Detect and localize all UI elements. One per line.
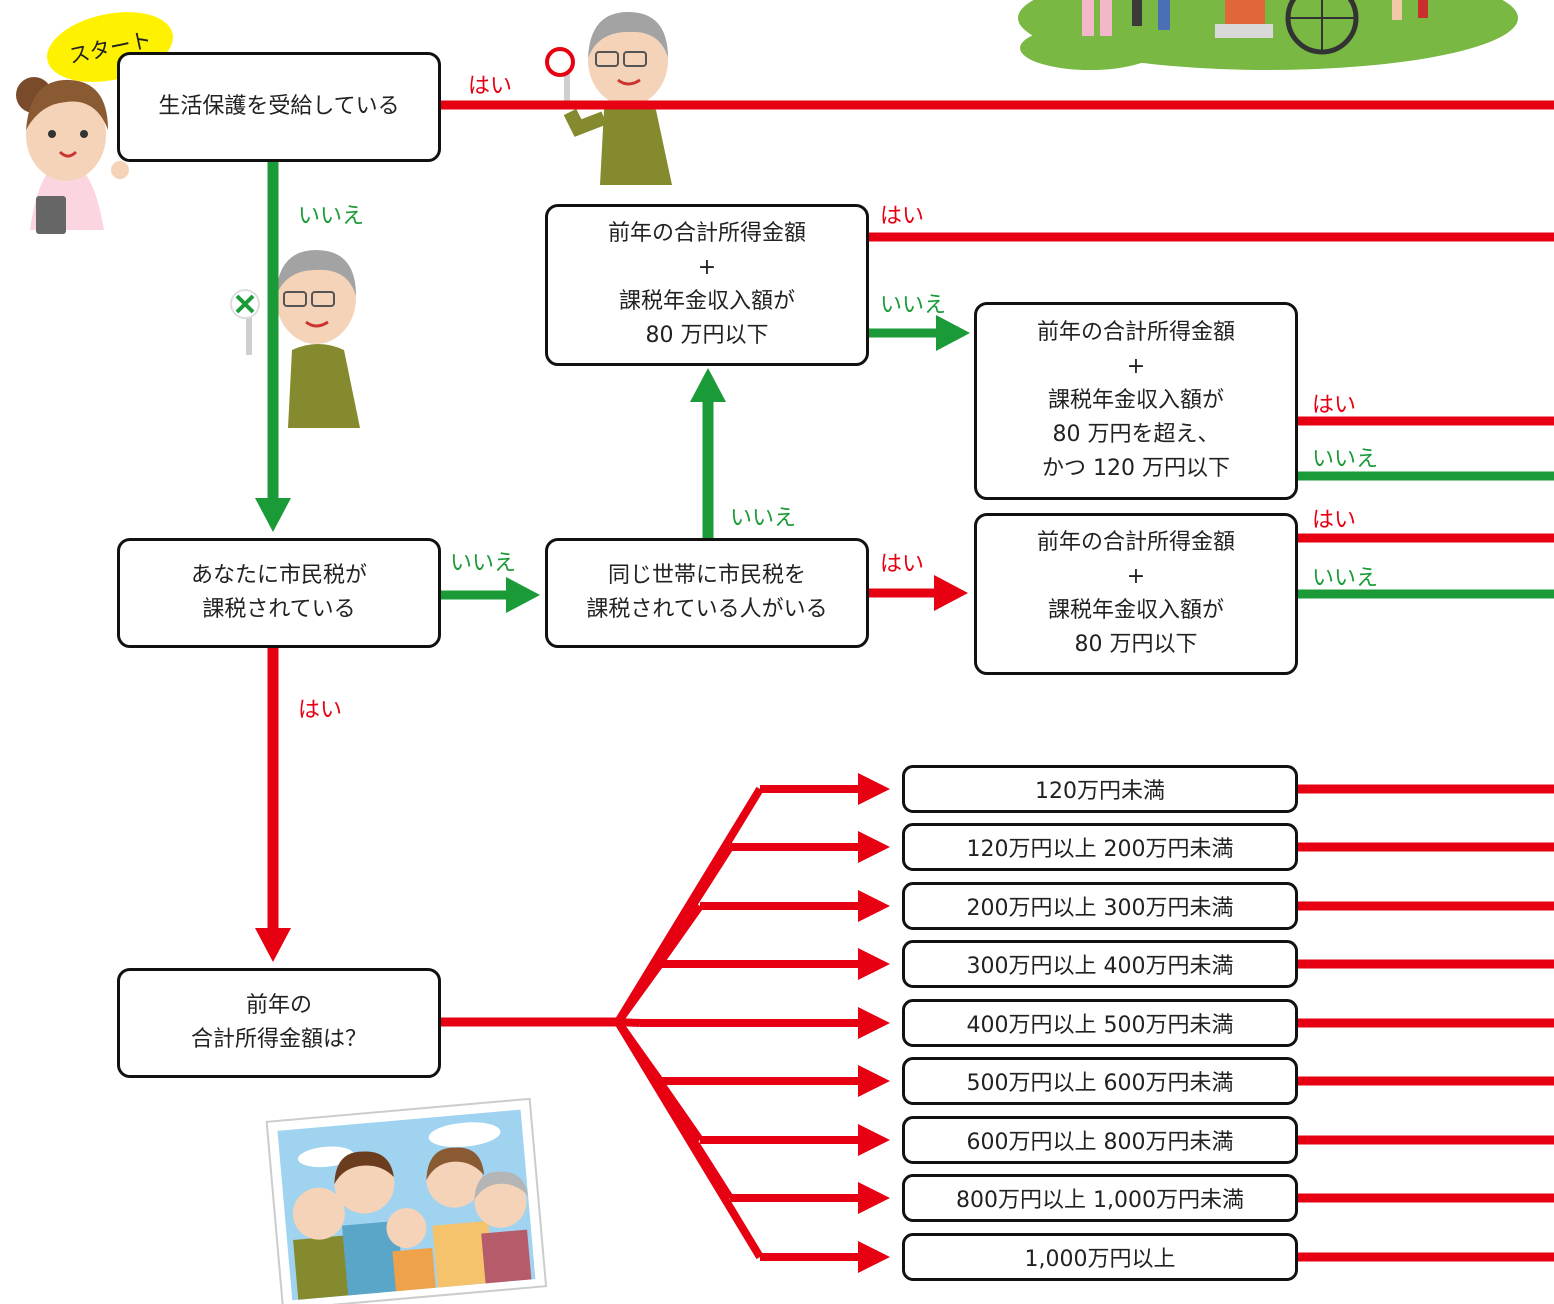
household-yes-label: はい bbox=[880, 552, 925, 577]
income-question-line-2: 合計所得金額は？ bbox=[190, 1027, 367, 1052]
between-line-5: かつ 120 万円以下 bbox=[1042, 456, 1230, 481]
income-fan-branch-4 bbox=[614, 961, 664, 1025]
income-fan-arrowhead-6 bbox=[858, 1065, 890, 1097]
income-range-2-label: 120万円以上 200万円未満 bbox=[966, 837, 1234, 862]
household-no-label: いいえ bbox=[730, 506, 797, 531]
welfare-yes-label: はい bbox=[468, 74, 513, 99]
income-range-7: 600万円以上 800万円未満 bbox=[902, 1116, 1298, 1164]
household-no-arrowhead bbox=[690, 368, 726, 402]
between-yes-label: はい bbox=[1312, 393, 1357, 418]
household-line-2: 課税されている人がいる bbox=[586, 597, 828, 622]
household-line-1: 同じ世帯に市民税を bbox=[607, 563, 806, 588]
income-range-4-label: 300万円以上 400万円未満 bbox=[966, 954, 1234, 979]
income-fan-arrowhead-3 bbox=[858, 890, 890, 922]
income-range-7-label: 600万円以上 800万円未満 bbox=[966, 1130, 1234, 1155]
under80-a-line-4: 80 万円以下 bbox=[645, 323, 769, 348]
income-range-9-label: 1,000万円以上 bbox=[1024, 1247, 1176, 1272]
under80-a-line-1: 前年の合計所得金額 bbox=[607, 221, 806, 246]
income-range-3: 200万円以上 300万円未満 bbox=[902, 882, 1298, 930]
taxed-no-label: いいえ bbox=[450, 551, 517, 576]
under80b-yes-label: はい bbox=[1312, 508, 1357, 533]
income-range-6-label: 500万円以上 600万円未満 bbox=[966, 1071, 1234, 1096]
under80-b-line-2: + bbox=[1126, 564, 1146, 589]
group-on-grass-illustration bbox=[1018, 0, 1518, 70]
under80-b-question: 前年の合計所得金額 + 課税年金収入額が 80 万円以下 bbox=[974, 513, 1298, 675]
between-question: 前年の合計所得金額 + 課税年金収入額が 80 万円を超え、 かつ 120 万円… bbox=[974, 302, 1298, 500]
income-question: 前年の 合計所得金額は？ bbox=[117, 968, 441, 1078]
under80-a-line-2: + bbox=[697, 255, 717, 280]
income-fan-arrowhead-4 bbox=[858, 948, 890, 980]
income-range-1-label: 120万円未満 bbox=[1035, 779, 1165, 804]
taxed-yes-label: はい bbox=[298, 698, 343, 723]
taxed-self-line-1: あなたに市民税が bbox=[190, 563, 367, 588]
income-question-line-1: 前年の bbox=[245, 993, 312, 1018]
income-fan-connectors bbox=[614, 773, 1554, 1273]
welfare-no-label: いいえ bbox=[298, 204, 365, 229]
income-fan-branch-9 bbox=[614, 1019, 764, 1260]
household-question: 同じ世帯に市民税を 課税されている人がいる bbox=[545, 538, 869, 648]
taxed-self-question: あなたに市民税が 課税されている bbox=[117, 538, 441, 648]
elder-with-cross-sign-illustration bbox=[230, 250, 360, 428]
between-line-1: 前年の合計所得金額 bbox=[1036, 320, 1235, 345]
income-range-8-label: 800万円以上 1,000万円未満 bbox=[956, 1188, 1244, 1213]
income-range-8: 800万円以上 1,000万円未満 bbox=[902, 1174, 1298, 1222]
income-fan-arrowhead-2 bbox=[858, 831, 890, 863]
income-fan-arrowhead-9 bbox=[858, 1241, 890, 1273]
income-range-6: 500万円以上 600万円未満 bbox=[902, 1057, 1298, 1105]
income-fan-arrowhead-7 bbox=[858, 1124, 890, 1156]
under80-a-question: 前年の合計所得金額 + 課税年金収入額が 80 万円以下 bbox=[545, 204, 869, 366]
income-range-3-label: 200万円以上 300万円未満 bbox=[966, 896, 1234, 921]
income-range-2: 120万円以上 200万円未満 bbox=[902, 823, 1298, 871]
under80-b-line-3: 課税年金収入額が bbox=[1047, 598, 1224, 623]
between-line-4: 80 万円を超え、 bbox=[1052, 422, 1220, 447]
taxed-yes-arrowhead bbox=[255, 928, 291, 962]
income-range-1: 120万円未満 bbox=[902, 765, 1298, 813]
income-range-5: 400万円以上 500万円未満 bbox=[902, 999, 1298, 1047]
income-fan-arrowhead-8 bbox=[858, 1182, 890, 1214]
welfare-question: 生活保護を受給している bbox=[117, 52, 441, 162]
under80a-no-label: いいえ bbox=[880, 293, 947, 318]
between-line-3: 課税年金収入額が bbox=[1047, 388, 1224, 413]
elder-with-circle-sign-illustration bbox=[545, 12, 672, 185]
taxed-no-arrowhead bbox=[506, 577, 540, 613]
nurse-illustration bbox=[16, 77, 129, 234]
family-photo-illustration bbox=[265, 1097, 548, 1304]
household-yes-arrowhead bbox=[934, 575, 968, 611]
under80a-yes-label: はい bbox=[880, 204, 925, 229]
under80-a-line-3: 課税年金収入額が bbox=[618, 289, 795, 314]
between-no-label: いいえ bbox=[1312, 447, 1379, 472]
welfare-no-arrowhead bbox=[255, 498, 291, 532]
under80a-no-arrowhead bbox=[936, 315, 970, 351]
under80b-no-label: いいえ bbox=[1312, 566, 1379, 591]
under80-b-line-4: 80 万円以下 bbox=[1074, 632, 1198, 657]
income-range-9: 1,000万円以上 bbox=[902, 1233, 1298, 1281]
income-fan-arrowhead-1 bbox=[858, 773, 890, 805]
welfare-question-text: 生活保護を受給している bbox=[158, 94, 400, 119]
taxed-self-line-2: 課税されている bbox=[202, 597, 356, 622]
income-range-5-label: 400万円以上 500万円未満 bbox=[966, 1013, 1234, 1038]
between-line-2: + bbox=[1126, 354, 1146, 379]
under80-b-line-1: 前年の合計所得金額 bbox=[1036, 530, 1235, 555]
income-range-4: 300万円以上 400万円未満 bbox=[902, 940, 1298, 988]
income-fan-arrowhead-5 bbox=[858, 1007, 890, 1039]
